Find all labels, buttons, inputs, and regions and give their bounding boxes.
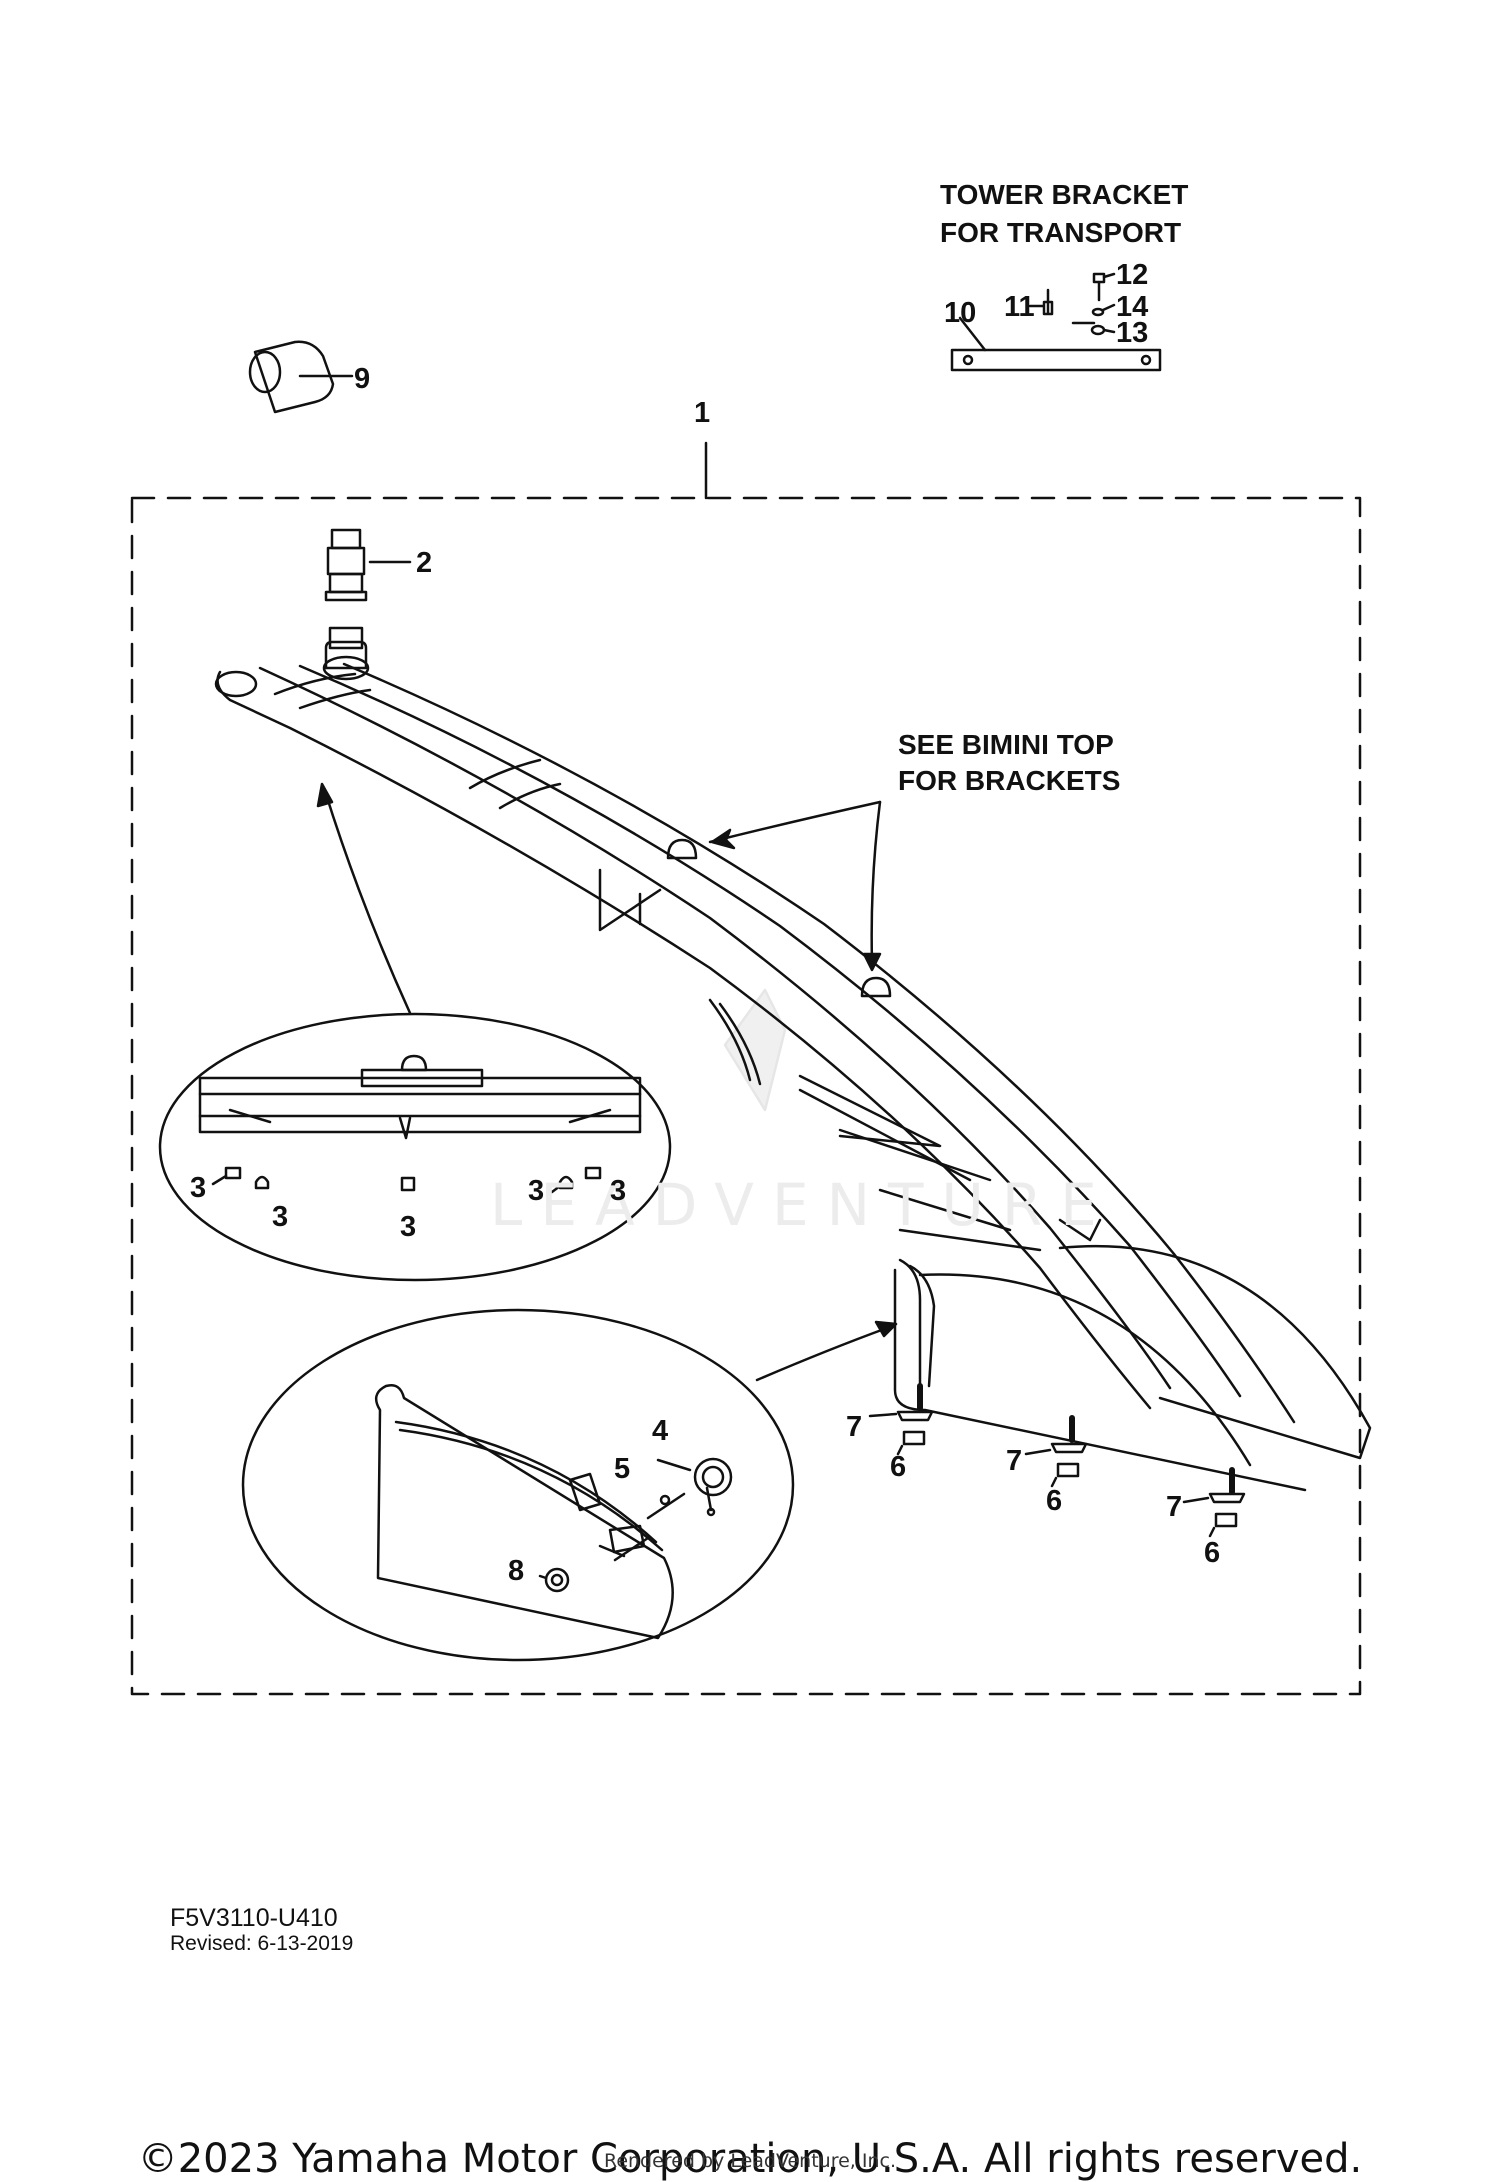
callout-6c: 6 [1204,1537,1220,1569]
callout-5: 5 [614,1453,630,1485]
callout-3a: 3 [190,1172,206,1204]
part-9-plug [248,340,354,414]
callout-7a: 7 [846,1411,862,1443]
detail-view-crossbar [158,782,672,1282]
callout-3c: 3 [400,1211,416,1243]
bimini-note-1: SEE BIMINI TOP [898,729,1114,760]
washers-and-nuts [868,1410,1246,1538]
callout-7c: 7 [1166,1491,1182,1523]
callout-13: 13 [1116,317,1148,349]
rendered-by-notice: Rendered by LeadVenture, Inc. [603,2150,897,2172]
assembly-boundary [130,496,1362,1696]
callout-3d: 3 [528,1175,544,1207]
leadventure-watermark [723,988,787,1112]
callout-1: 1 [694,397,710,429]
callout-4: 4 [652,1415,668,1447]
callout-12: 12 [1116,259,1148,291]
callout-11: 11 [1004,291,1035,323]
part-2-cap [324,528,412,670]
callout-3b: 3 [272,1201,288,1233]
watermark-text: LEADVENTURE [490,1171,1115,1239]
callout-8: 8 [508,1555,524,1587]
callout-3e: 3 [610,1175,626,1207]
tower-bracket-title-1: TOWER BRACKET [940,179,1188,210]
diagram-code-block: F5V3110-U410 Revised: 6-13-2019 [170,1905,353,1957]
detail-view-leg-mount [241,1308,898,1662]
revised-date: Revised: 6-13-2019 [170,1932,354,1955]
callout-9: 9 [354,363,370,395]
wake-tower-frame [214,655,1372,1495]
callout-7b: 7 [1006,1445,1022,1477]
tower-bracket-title-2: FOR TRANSPORT [940,217,1181,248]
tower-bracket-assembly [950,272,1162,372]
part-code: F5V3110-U410 [170,1904,338,1932]
callout-14: 14 [1116,291,1148,323]
callout-6b: 6 [1046,1485,1062,1517]
callout-10: 10 [944,297,976,329]
copyright-notice: ©2023 Yamaha Motor Corporation, U.S.A. A… [137,2136,1363,2182]
bimini-arrows [708,800,882,972]
callout-2: 2 [416,547,432,579]
callout-6a: 6 [890,1451,906,1483]
bimini-note-2: FOR BRACKETS [898,765,1120,796]
